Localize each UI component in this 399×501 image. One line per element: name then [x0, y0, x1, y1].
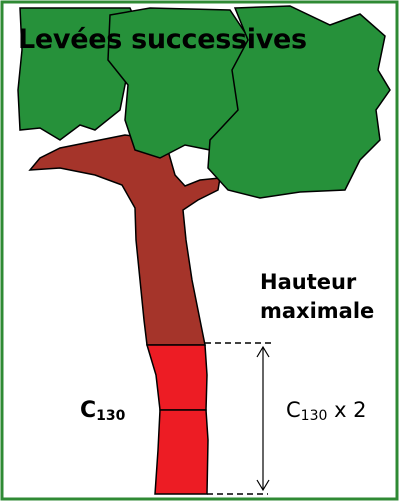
tree-trunk: [30, 135, 220, 345]
max-height-label: Hauteur maximale: [260, 268, 374, 326]
formula-symbol: C: [286, 398, 301, 422]
log-section-upper: [147, 345, 207, 410]
log-section-lower: [155, 410, 208, 494]
max-height-label-line1: Hauteur: [260, 268, 374, 297]
formula-multiplier: x 2: [327, 398, 366, 422]
max-height-label-line2: maximale: [260, 297, 374, 326]
circumference-symbol: C: [80, 398, 96, 423]
height-formula: C130 x 2: [286, 398, 367, 422]
circumference-label: C130: [80, 398, 125, 423]
diagram-title: Levées successives: [18, 24, 307, 55]
circumference-subscript: 130: [96, 408, 125, 424]
formula-subscript: 130: [301, 408, 328, 424]
